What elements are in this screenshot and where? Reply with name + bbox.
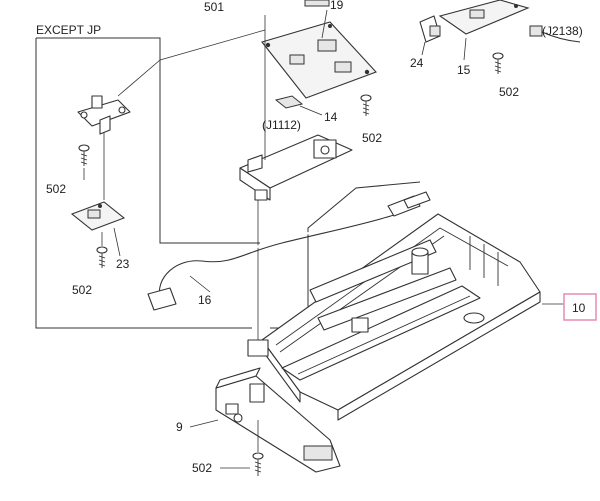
label-24: 24	[410, 56, 424, 70]
base-tray-10	[247, 213, 564, 421]
label-502-top-right: 502	[499, 85, 519, 99]
screw-502-mid	[360, 94, 372, 116]
board-19	[261, 0, 377, 99]
bracket-plate	[239, 15, 353, 345]
label-502-mid: 502	[362, 131, 382, 145]
label-23: 23	[116, 257, 130, 271]
screw-502-top-right	[492, 52, 504, 74]
board-15	[438, 0, 530, 61]
connector-j2138	[529, 25, 581, 43]
label-9: 9	[176, 420, 183, 434]
board-23	[70, 132, 126, 257]
label-j2138: (J2138)	[542, 24, 583, 38]
front-panel-9	[189, 367, 341, 473]
label-except-jp: EXCEPT JP	[36, 23, 101, 37]
screw-502-left-upper	[78, 144, 90, 180]
connector-14	[274, 95, 323, 116]
cable-16	[147, 191, 431, 311]
highlight-box-10	[563, 293, 597, 321]
screw-502-bottom	[220, 420, 264, 476]
screw-502-left-lower	[96, 232, 108, 268]
label-14: 14	[324, 110, 338, 124]
bracket-24	[419, 15, 441, 56]
label-502-bottom: 502	[192, 461, 212, 475]
label-502-left-upper: 502	[46, 182, 66, 196]
label-j1112: (J1112)	[262, 118, 301, 132]
label-15: 15	[457, 63, 471, 77]
label-19: 19	[330, 0, 344, 12]
left-bracket	[77, 29, 266, 135]
label-502-left-lower: 502	[72, 283, 92, 297]
label-16: 16	[198, 293, 212, 307]
label-501: 501	[204, 0, 224, 14]
label-10: 10	[572, 301, 586, 315]
